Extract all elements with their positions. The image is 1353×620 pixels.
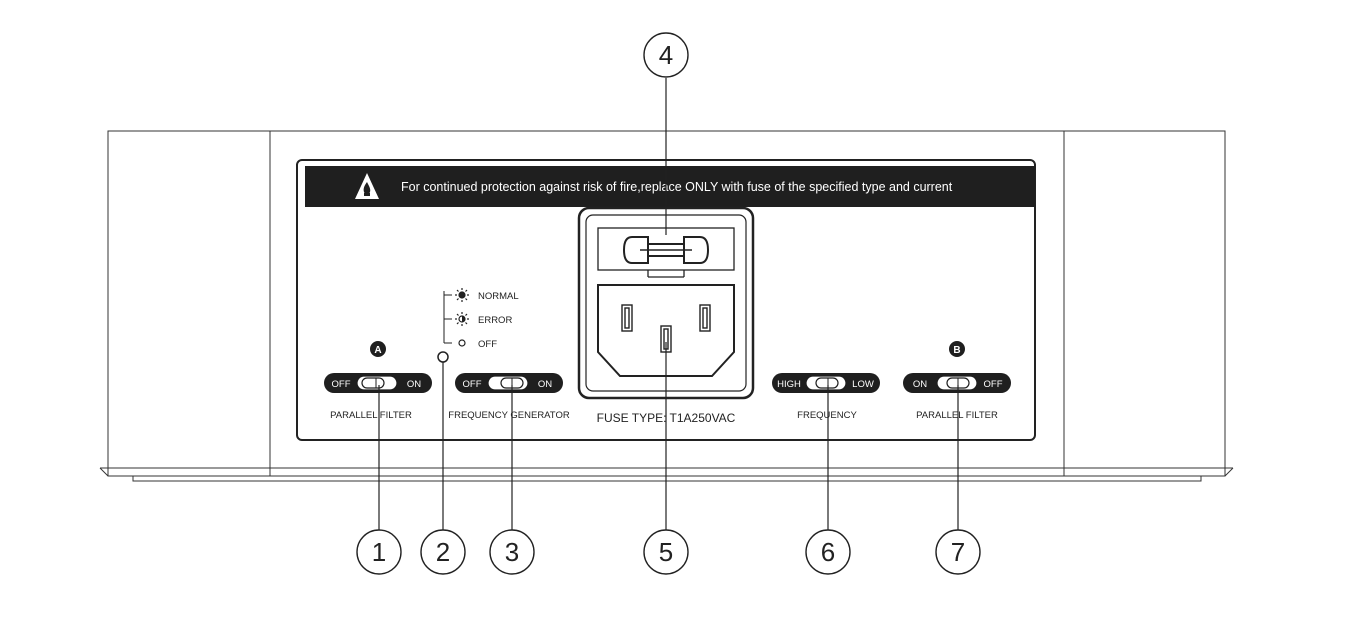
frequency-left-label: HIGH [777, 379, 801, 390]
badge-a: A [370, 341, 386, 357]
legend-error-label: ERROR [478, 315, 512, 326]
led-normal-icon [455, 288, 469, 302]
callout-1: 1 [356, 529, 402, 575]
flame-glyph [363, 182, 371, 195]
svg-text:4: 4 [659, 40, 673, 70]
switch-a-left-label: OFF [332, 379, 351, 390]
power-inlet [577, 206, 755, 400]
status-led [437, 351, 449, 363]
fuse-icon [622, 236, 710, 264]
svg-text:5: 5 [659, 537, 673, 567]
frequency-generator-caption: FREQUENCY GENERATOR [448, 410, 570, 421]
badge-b: B [949, 341, 965, 357]
frequency-generator-switch[interactable]: OFF ON [455, 373, 563, 393]
callout-6: 6 [805, 529, 851, 575]
led-error-icon [455, 312, 469, 326]
iec-socket [597, 284, 735, 377]
led-off-icon [458, 339, 466, 347]
frequency-right-label: LOW [852, 379, 874, 390]
leader-lines [378, 78, 959, 530]
callout-2: 2 [420, 529, 466, 575]
svg-text:6: 6 [821, 537, 835, 567]
legend-off-label: OFF [478, 339, 497, 350]
svg-text:1: 1 [372, 537, 386, 567]
warning-text: For continued protection against risk of… [401, 180, 953, 194]
svg-text:3: 3 [505, 537, 519, 567]
svg-text:2: 2 [436, 537, 450, 567]
switch-b-right-label: OFF [984, 379, 1003, 390]
callout-5: 5 [643, 529, 689, 575]
switch-a-right-label: ON [407, 379, 421, 390]
svg-text:7: 7 [951, 537, 965, 567]
indicator-legend: NORMAL ERROR OFF [443, 288, 519, 350]
warning-banner: For continued protection against risk of… [305, 166, 1035, 207]
parallel-filter-b-switch[interactable]: ON OFF [903, 373, 1011, 393]
svg-text:B: B [953, 345, 960, 356]
switch-b-left-label: ON [913, 379, 927, 390]
callout-7: 7 [935, 529, 981, 575]
frequency-caption: FREQUENCY [797, 410, 857, 421]
freq-gen-right-label: ON [538, 379, 552, 390]
callout-3: 3 [489, 529, 535, 575]
frequency-switch[interactable]: HIGH LOW [772, 373, 880, 393]
callout-4: 4 [643, 32, 689, 78]
parallel-filter-a-caption: PARALLEL FILTER [330, 410, 412, 421]
parallel-filter-b-caption: PARALLEL FILTER [916, 410, 998, 421]
svg-text:A: A [374, 345, 381, 356]
legend-normal-label: NORMAL [478, 291, 519, 302]
parallel-filter-a-switch[interactable]: OFF ON [324, 373, 432, 393]
freq-gen-left-label: OFF [463, 379, 482, 390]
